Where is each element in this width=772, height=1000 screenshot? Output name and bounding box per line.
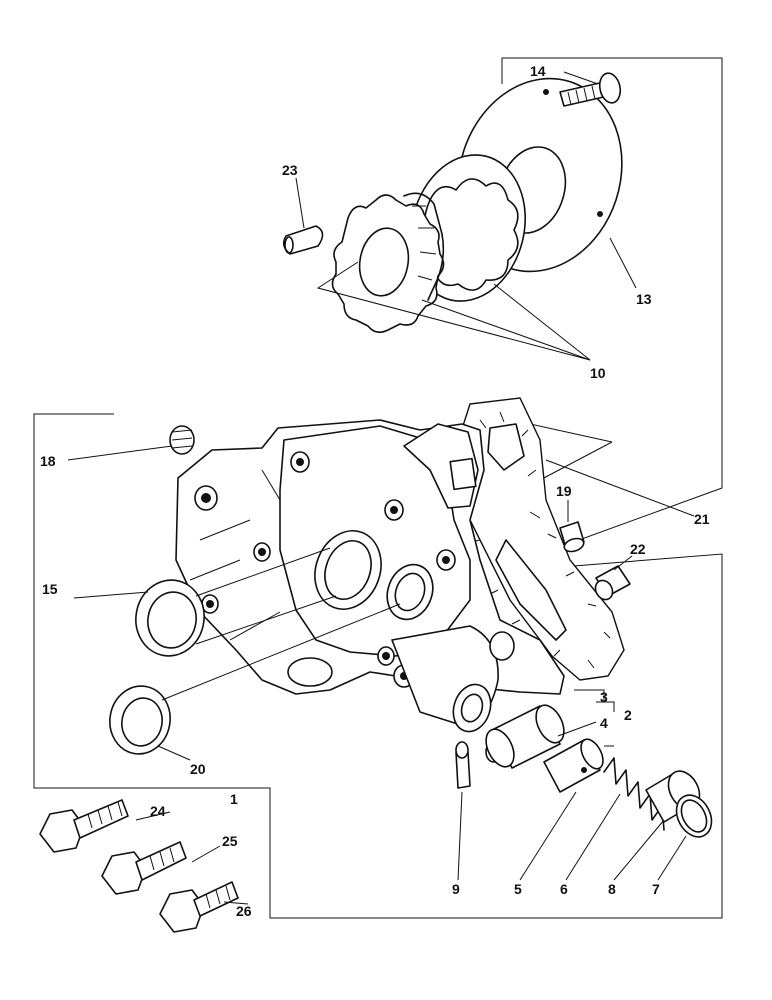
dowel-part-22 [594,565,631,601]
screw-part-14 [559,72,622,107]
callout-26: 26 [236,903,252,919]
callout-25: 25 [222,833,238,849]
callout-7: 7 [652,881,660,897]
seal-part-15 [135,547,337,657]
plug-part-18 [169,425,195,455]
callout-4: 4 [600,715,608,731]
callout-22: 22 [630,541,646,557]
callout-23: 23 [282,162,298,178]
callout-10: 10 [590,365,606,381]
callout-labels: 14 23 13 10 18 19 21 22 15 3 2 4 20 1 24… [40,63,710,919]
callout-21: 21 [694,511,710,527]
callout-9: 9 [452,881,460,897]
callout-18: 18 [40,453,56,469]
dowel-part-19 [559,521,585,553]
spring-part-6 [603,757,665,831]
plunger-part-5 [543,738,604,793]
split-pin-part-9 [455,741,471,789]
callout-19: 19 [556,483,572,499]
valve-sleeve-parts-3-4 [485,704,565,769]
callout-13: 13 [636,291,652,307]
callout-1: 1 [230,791,238,807]
callout-3: 3 [600,689,608,705]
callout-5: 5 [514,881,522,897]
callout-14: 14 [530,63,546,79]
woodruff-key-part-23 [282,225,324,255]
bolt-part-25 [101,841,187,895]
callout-24: 24 [150,803,166,819]
callout-8: 8 [608,881,616,897]
rotor-leader-lines [316,261,591,361]
pump-body-part-1 [175,419,565,763]
inner-rotor-part-10 [331,192,445,334]
callout-20: 20 [190,761,206,777]
callout-6: 6 [560,881,568,897]
callout-2: 2 [624,707,632,723]
bolt-part-26 [159,881,239,933]
o-ring-part-7 [675,794,713,838]
callout-leader-lines [67,71,695,905]
bolt-part-24 [39,799,129,853]
seal-part-20 [109,603,401,755]
callout-15: 15 [42,581,58,597]
